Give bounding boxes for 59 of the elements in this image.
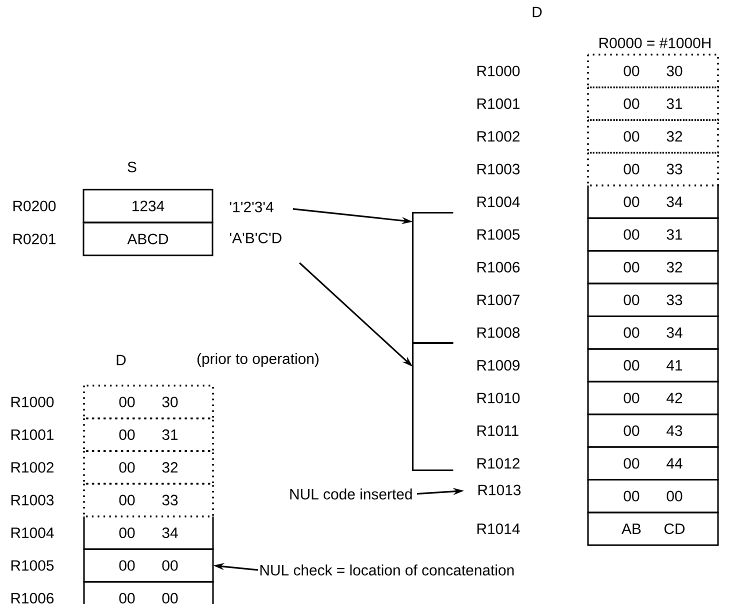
register-label: R0200 [13,200,56,212]
memory-cell: 00 32 [587,250,719,284]
register-label: R1004 [477,196,520,208]
annotation-text: NUL check = location of concatenation [260,564,514,576]
label-text: D [532,6,542,18]
memory-cell: 00 44 [587,446,719,480]
bracket [412,342,454,471]
memory-cell: 1234 [82,188,214,224]
memory-cell: 00 00 [83,548,214,583]
memory-cell: 00 34 [83,516,214,550]
register-label: R1001 [477,98,520,109]
memory-cell: 00 34 [587,185,719,219]
label-text: D [116,354,126,366]
memory-cell: 00 33 [587,152,719,186]
memory-cell: 00 00 [587,479,719,514]
memory-cell: 00 32 [83,450,214,485]
register-label: R1007 [477,294,520,306]
register-label: R1000 [477,66,520,76]
memory-cell: AB CD [587,512,719,546]
character-text: 'A'B'C'D [230,232,282,244]
register-label: R1000 [11,396,54,408]
register-label: R1014 [477,524,520,534]
register-label: R1006 [477,262,520,272]
bracket [412,212,454,344]
register-label: R1008 [477,327,520,338]
character-text: '1'2'3'4 [230,202,274,212]
register-label: R1003 [11,494,54,506]
register-label: R1010 [477,392,520,404]
register-label: R1005 [477,229,520,240]
memory-cell: 00 00 [83,581,214,604]
register-label: R1002 [477,131,520,142]
memory-cell: 00 30 [587,54,719,88]
register-label: R1013 [478,484,521,496]
label-text: S [128,162,136,172]
register-label: R1005 [11,560,54,571]
register-label: R0201 [13,234,56,244]
label-text: R0000 = #1000H [600,38,710,48]
register-label: R1006 [11,592,54,604]
memory-cell: 00 33 [83,482,214,518]
register-label: R1009 [477,360,520,371]
label-text: (prior to operation) [197,353,318,367]
register-label: R1011 [477,425,518,436]
register-label: R1004 [11,528,54,538]
memory-cell: 00 34 [587,316,719,350]
memory-cell: 00 33 [587,282,719,317]
memory-cell: 00 42 [587,380,719,416]
register-label: R1012 [477,458,520,469]
memory-cell: 00 31 [83,417,214,452]
memory-cell: 00 32 [587,119,719,154]
annotation-text: NUL code inserted [290,488,412,500]
memory-cell: ABCD [82,222,214,256]
register-label: R1002 [11,462,54,473]
register-label: R1003 [477,164,520,174]
memory-cell: 00 43 [587,414,719,448]
memory-cell: 00 30 [83,384,214,420]
register-label: R1001 [11,429,54,440]
memory-cell: 00 31 [587,217,719,252]
memory-cell: 00 31 [587,86,719,121]
memory-cell: 00 41 [587,348,719,382]
